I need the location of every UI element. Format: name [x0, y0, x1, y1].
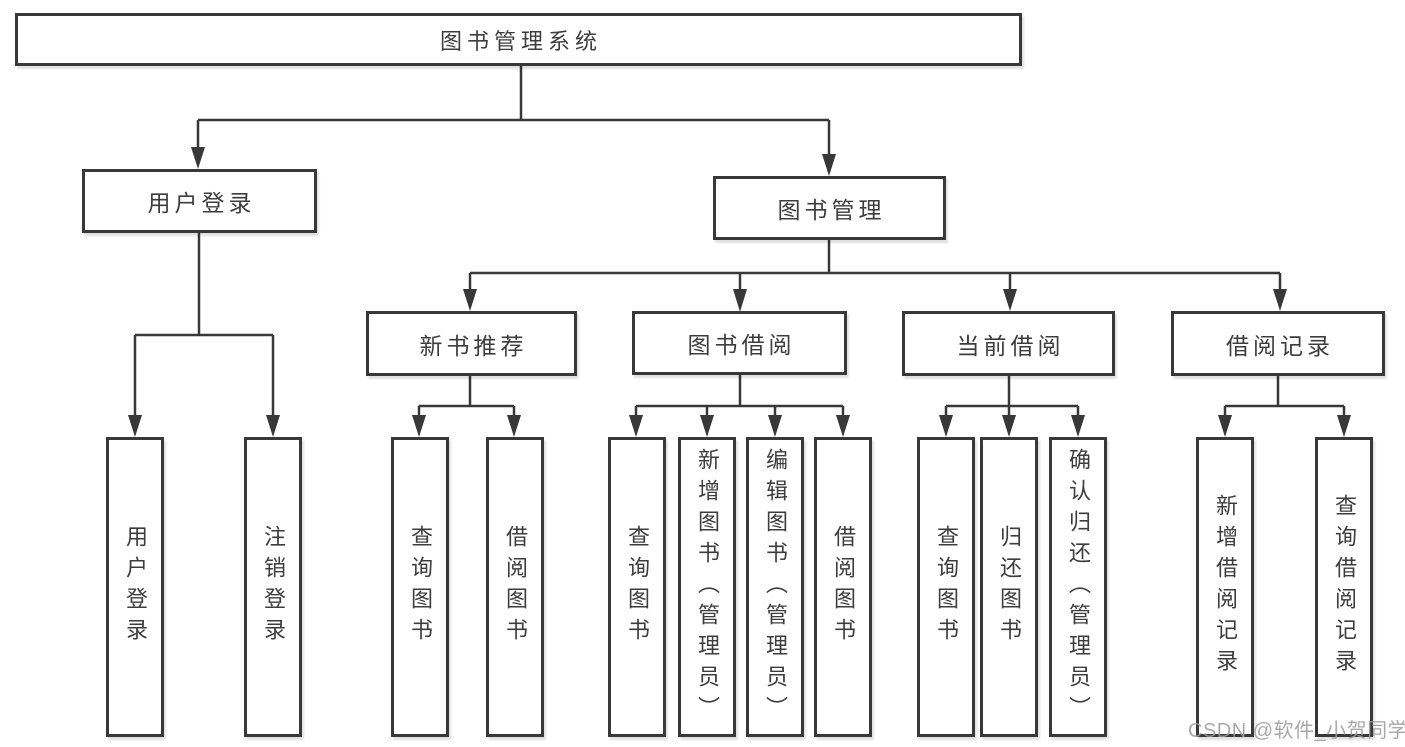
- leaf-return-books: 归还图书: [980, 437, 1038, 737]
- node-label: 用户登录: [147, 190, 256, 216]
- node-library-management-system: 图书管理系统: [15, 13, 1022, 66]
- leaf-label: 查询图书: [408, 525, 433, 649]
- leaf-label: 查询图书: [625, 525, 650, 649]
- leaf-borrow-books: 借阅图书: [814, 437, 872, 737]
- leaf-user-login: 用户登录: [106, 437, 164, 737]
- node-new-book-recommend: 新书推荐: [366, 311, 577, 376]
- leaf-label: 注销登录: [261, 525, 286, 649]
- leaf-query-books-current: 查询图书: [917, 437, 975, 737]
- csdn-watermark: CSDN @软件_小贺同学: [1188, 720, 1405, 742]
- node-book-management: 图书管理: [713, 176, 946, 240]
- leaf-add-books-admin: 新增图书（管理员）: [678, 437, 736, 737]
- leaf-add-borrow-record: 新增借阅记录: [1196, 437, 1254, 737]
- arrowheads: [128, 147, 1351, 437]
- leaf-label: 编辑图书（管理员）: [763, 447, 788, 727]
- node-user-login: 用户登录: [82, 169, 317, 233]
- leaf-label: 查询借阅记录: [1332, 494, 1357, 680]
- leaf-query-books-recommend: 查询图书: [391, 437, 449, 737]
- node-label: 新书推荐: [419, 332, 528, 359]
- node-label: 当前借阅: [956, 332, 1065, 359]
- leaf-label: 借阅图书: [831, 525, 856, 649]
- leaf-label: 借阅图书: [503, 525, 528, 649]
- leaf-label: 查询图书: [934, 525, 959, 649]
- node-label: 图书借阅: [687, 332, 796, 358]
- leaf-logout-login: 注销登录: [244, 437, 302, 737]
- leaf-label: 新增图书（管理员）: [695, 447, 720, 727]
- leaf-label: 确认归还（管理员）: [1066, 447, 1091, 727]
- leaf-query-books-borrow: 查询图书: [608, 437, 666, 737]
- node-borrow-records: 借阅记录: [1171, 311, 1385, 376]
- node-book-borrow: 图书借阅: [632, 311, 847, 375]
- leaf-label: 归还图书: [997, 525, 1022, 649]
- leaf-borrow-books-recommend: 借阅图书: [486, 437, 544, 737]
- node-label: 图书管理: [777, 197, 886, 223]
- node-current-borrow: 当前借阅: [902, 311, 1115, 376]
- leaf-label: 用户登录: [123, 525, 148, 649]
- leaf-query-borrow-record: 查询借阅记录: [1315, 437, 1373, 737]
- leaf-edit-books-admin: 编辑图书（管理员）: [746, 437, 804, 737]
- node-label: 借阅记录: [1226, 332, 1334, 359]
- node-label: 图书管理系统: [439, 28, 602, 54]
- leaf-confirm-return-admin: 确认归还（管理员）: [1049, 437, 1107, 737]
- leaf-label: 新增借阅记录: [1213, 494, 1238, 680]
